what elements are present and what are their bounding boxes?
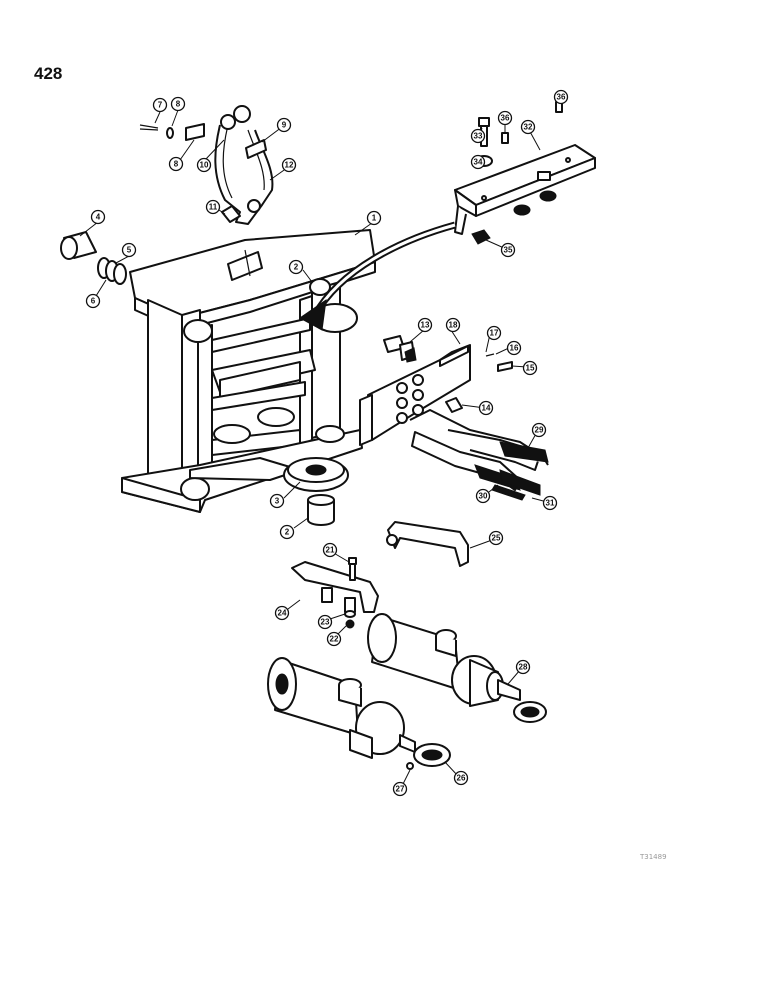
hydraulic-cylinder-lower [267,657,451,770]
svg-text:6: 6 [91,297,96,306]
svg-text:33: 33 [474,132,483,141]
callout-5: 5 [121,242,137,258]
callout-16: 16 [506,340,522,356]
callout-21: 21 [322,542,338,558]
callout-28: 28 [515,659,531,675]
callout-7: 7 [152,97,168,113]
callout-11: 11 [205,199,221,215]
svg-text:35: 35 [504,246,513,255]
svg-text:8: 8 [176,100,181,109]
hydraulic-hoses [409,409,549,501]
callout-31: 31 [542,495,558,511]
callout-36: 36 [553,89,569,105]
callout-1: 1 [366,210,382,226]
svg-text:2: 2 [285,528,290,537]
assembly-arrow [299,221,456,331]
svg-text:36: 36 [501,114,510,123]
nut [471,229,491,245]
svg-text:25: 25 [492,534,501,543]
svg-text:21: 21 [326,546,335,555]
callout-18: 18 [445,317,461,333]
callout-10: 10 [196,157,212,173]
svg-text:7: 7 [158,101,163,110]
small-bolt [485,353,513,372]
nut-14 [445,397,463,413]
washer-23 [344,610,356,618]
callout-34: 34 [470,154,486,170]
svg-text:36: 36 [557,93,566,102]
svg-text:27: 27 [396,785,405,794]
svg-text:12: 12 [285,161,294,170]
callout-29: 29 [531,422,547,438]
svg-text:16: 16 [510,344,519,353]
callout-17: 17 [486,325,502,341]
svg-text:9: 9 [282,121,287,130]
callout-32: 32 [520,119,536,135]
callout-2: 2 [279,524,295,540]
svg-text:24: 24 [278,609,287,618]
callout-4: 4 [90,209,106,225]
main-frame [121,229,376,513]
svg-text:22: 22 [330,635,339,644]
callout-12: 12 [281,157,297,173]
svg-text:34: 34 [474,158,483,167]
callout-2: 2 [288,259,304,275]
svg-text:1: 1 [372,214,377,223]
callout-25: 25 [488,530,504,546]
callout-13: 13 [417,317,433,333]
hose-bracket [359,344,471,446]
callout-8: 8 [170,96,186,112]
callout-15: 15 [522,360,538,376]
page-number: 428 [34,64,63,83]
callout-23: 23 [317,614,333,630]
svg-text:2: 2 [294,263,299,272]
callout-33: 33 [470,128,486,144]
svg-text:14: 14 [482,404,491,413]
svg-text:30: 30 [479,492,488,501]
callout-27: 27 [392,781,408,797]
svg-text:32: 32 [524,123,533,132]
svg-text:10: 10 [200,161,209,170]
svg-text:8: 8 [174,160,179,169]
callout-22: 22 [326,631,342,647]
washers [97,257,127,285]
reference-code: T31489 [640,853,667,861]
pin [60,231,97,260]
callout-24: 24 [274,605,290,621]
bushing-lower [307,494,335,526]
svg-text:31: 31 [546,499,555,508]
tube-24 [291,561,379,613]
mounting-plate [454,144,596,235]
svg-text:28: 28 [519,663,528,672]
callout-36: 36 [497,110,513,126]
svg-text:29: 29 [535,426,544,435]
tube-25 [386,521,469,567]
callout-30: 30 [475,488,491,504]
callout-9: 9 [276,117,292,133]
callout-6: 6 [85,293,101,309]
nut-22 [345,619,355,629]
svg-text:18: 18 [449,321,458,330]
callout-3: 3 [269,493,285,509]
elbow-fitting [383,335,417,363]
cotter-pin [139,124,174,139]
callout-14: 14 [478,400,494,416]
svg-text:3: 3 [275,497,280,506]
svg-text:17: 17 [490,329,499,338]
svg-text:13: 13 [421,321,430,330]
svg-text:5: 5 [127,246,132,255]
callout-26: 26 [453,770,469,786]
svg-text:4: 4 [96,213,101,222]
svg-text:26: 26 [457,774,466,783]
callout-35: 35 [500,242,516,258]
bolt-21 [348,557,357,581]
svg-text:15: 15 [526,364,535,373]
callout-8-lower: 8 [168,156,184,172]
tube-assembly [185,105,274,225]
hydraulic-cylinder-upper [367,613,547,723]
svg-text:23: 23 [321,618,330,627]
svg-text:11: 11 [209,203,218,212]
